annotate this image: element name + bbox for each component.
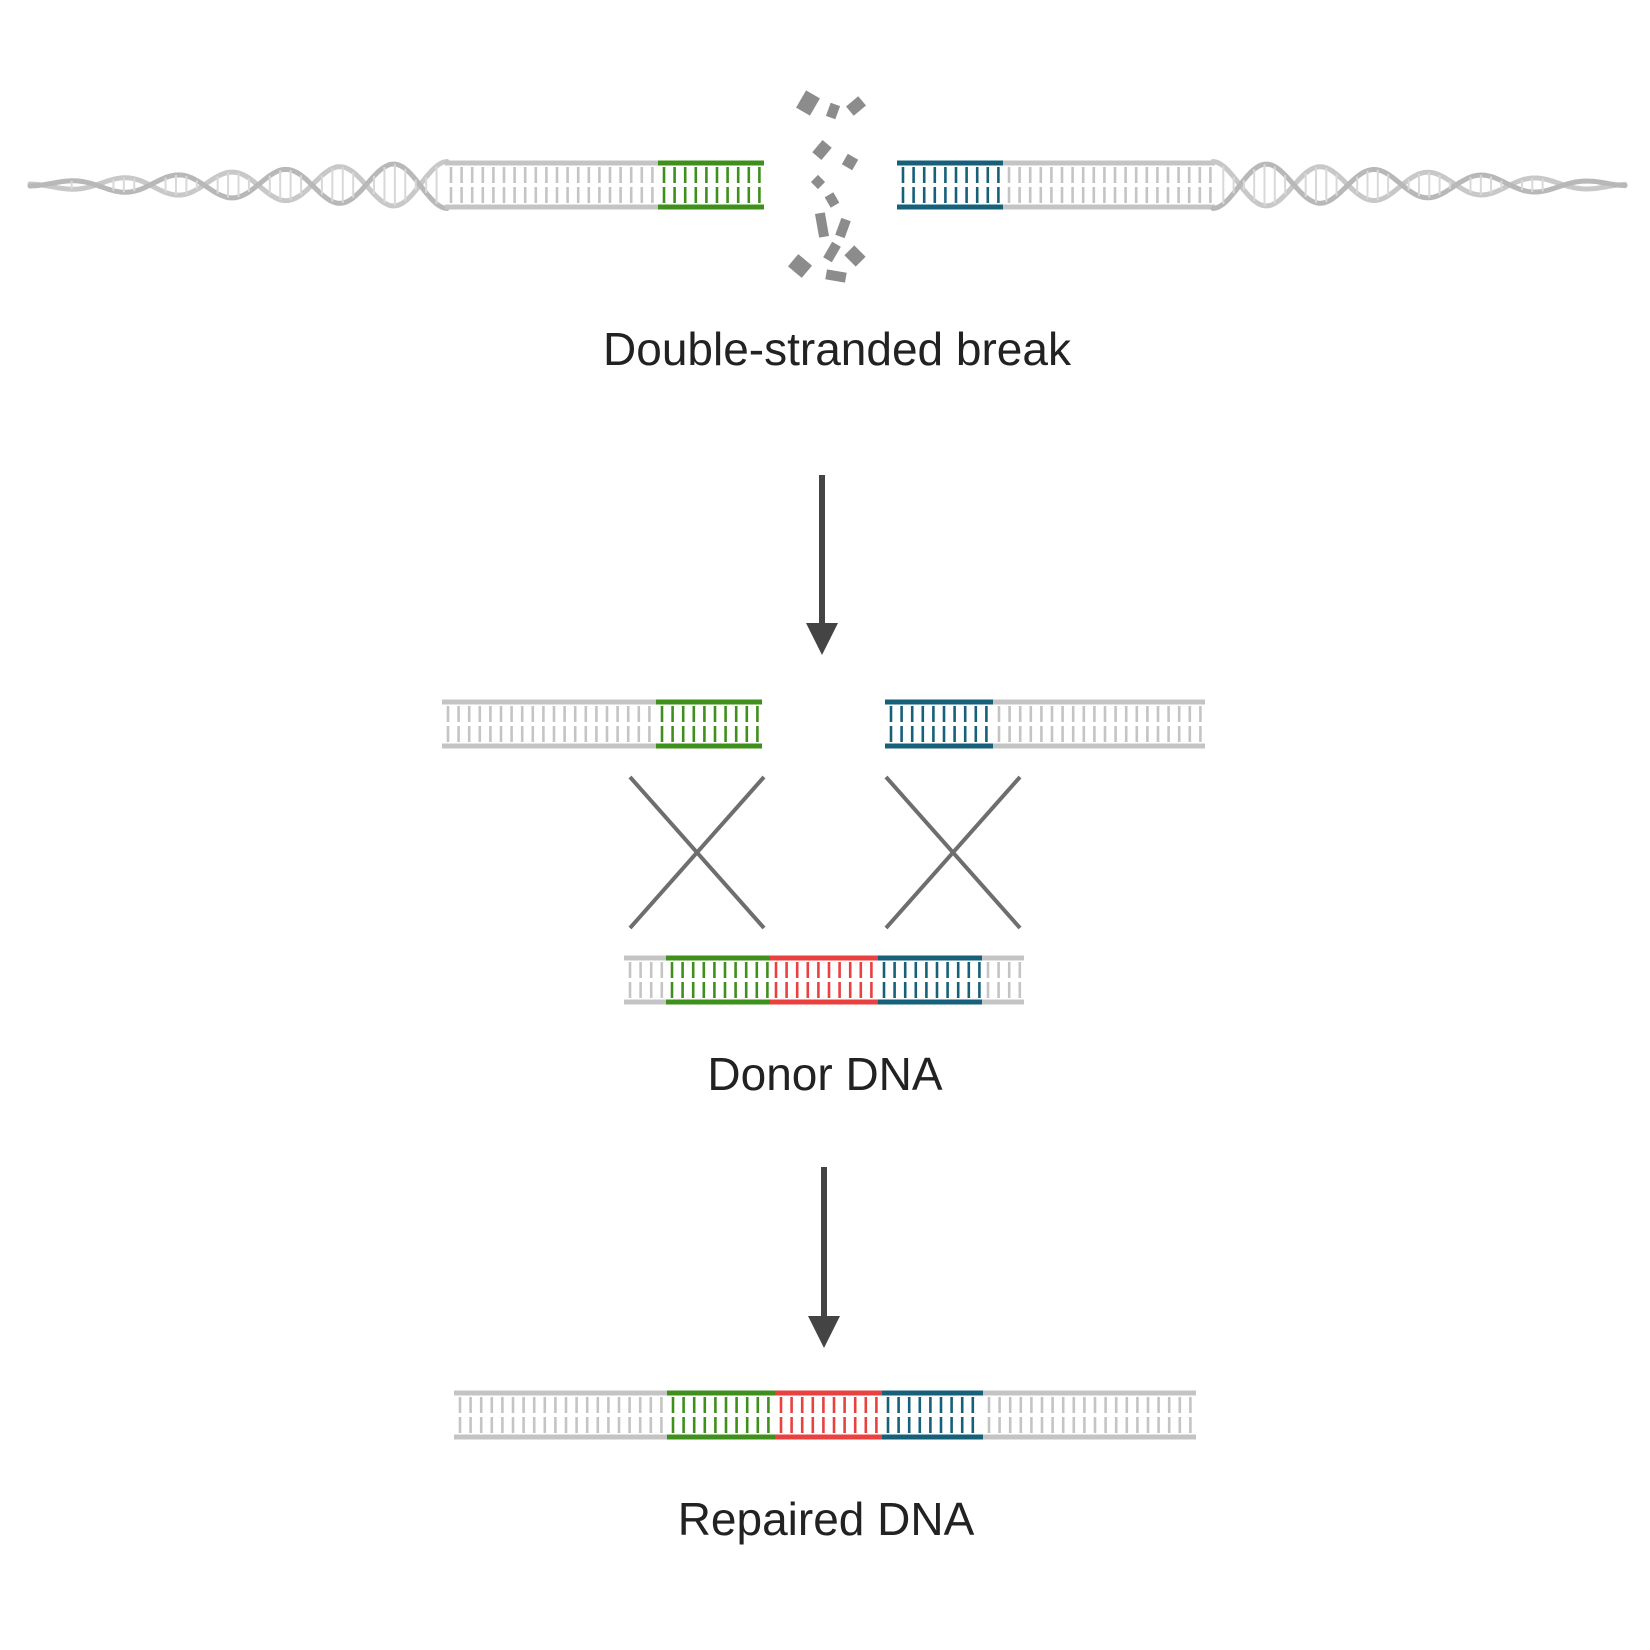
left-dna-segment-green	[658, 160, 764, 210]
repaired-label: Repaired DNA	[678, 1493, 975, 1545]
broken-end-left-gray	[442, 699, 656, 749]
broken-end-right-teal	[885, 699, 993, 749]
arrow-down-1	[806, 475, 838, 655]
repaired-segment-teal	[882, 1390, 983, 1440]
broken-dna	[27, 90, 1628, 283]
break-label: Double-stranded break	[603, 323, 1072, 375]
left-dna-segment-gray	[445, 160, 658, 210]
right-helix	[1210, 159, 1628, 211]
donor-segment-red	[770, 955, 878, 1005]
repaired-segment-gray-right	[983, 1390, 1196, 1440]
donor-label: Donor DNA	[707, 1048, 943, 1100]
repaired-dna	[454, 1390, 1196, 1440]
dna-fragments	[787, 90, 866, 283]
repaired-segment-gray-left	[454, 1390, 667, 1440]
left-helix	[27, 159, 450, 211]
donor-segment-gray-right	[982, 955, 1024, 1005]
broken-ends	[442, 699, 1205, 749]
donor-segment-green	[666, 955, 770, 1005]
repaired-segment-green	[667, 1390, 775, 1440]
crossover-right	[884, 775, 1022, 930]
donor-dna	[624, 955, 1024, 1005]
arrow-down-2	[808, 1167, 840, 1348]
repaired-segment-red	[775, 1390, 882, 1440]
donor-segment-teal	[878, 955, 982, 1005]
crossover-left	[628, 775, 766, 930]
broken-end-left-green	[656, 699, 762, 749]
right-dna-segment-teal	[897, 160, 1003, 210]
broken-end-right-gray	[993, 699, 1205, 749]
right-dna-segment-gray	[1003, 160, 1215, 210]
donor-segment-gray-left	[624, 955, 666, 1005]
